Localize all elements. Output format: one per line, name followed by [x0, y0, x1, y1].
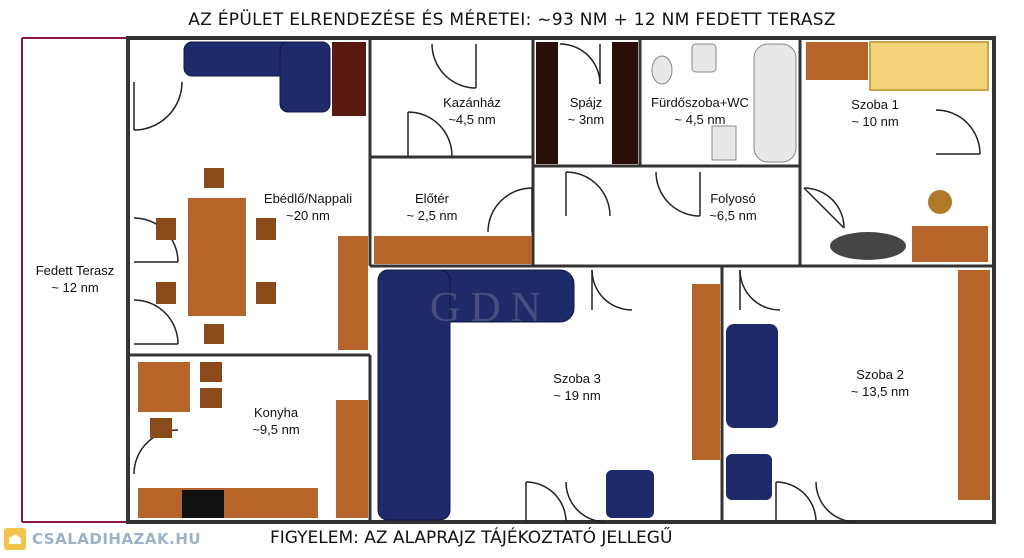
kitchen-furniture [138, 362, 368, 518]
room2-armchairs [726, 324, 778, 500]
room-area: ~9,5 nm [252, 422, 300, 437]
plan-title: AZ ÉPÜLET ELRENDEZÉSE ÉS MÉRETEI: ~93 NM… [188, 10, 836, 30]
room-label-room3: Szoba 3 ~ 19 nm [553, 370, 601, 404]
room-area: ~ 19 nm [553, 388, 601, 403]
room-area: ~ 2,5 nm [406, 208, 458, 223]
room-area: ~20 nm [286, 208, 330, 223]
disclaimer-footer: FIGYELEM: AZ ALAPRAJZ TÁJÉKOZTATÓ JELLEG… [270, 528, 673, 548]
watermark: GDN [430, 285, 551, 331]
door-swings [133, 43, 981, 523]
room3-wardrobe [692, 284, 720, 460]
hall-cabinet [374, 236, 532, 264]
room-label-bathroom: Fürdőszoba+WC ~ 4,5 nm [651, 94, 749, 128]
room1-desk [912, 226, 988, 262]
room-name: Folyosó [710, 191, 756, 206]
room-name: Előtér [415, 191, 449, 206]
house-icon [4, 528, 26, 550]
dining-chairs [156, 168, 276, 344]
room-name: Fürdőszoba+WC [651, 95, 749, 110]
room3-sofa [377, 269, 575, 521]
room-area: ~ 12 nm [51, 280, 99, 295]
dining-sideboard [338, 236, 368, 350]
room2-wardrobe [958, 270, 990, 500]
room-area: ~ 10 nm [851, 114, 899, 129]
terrace-outline [21, 37, 128, 523]
room-name: Szoba 3 [553, 371, 601, 386]
room-label-dining: Ebédlő/Nappali ~20 nm [264, 190, 352, 224]
room1-shelf [806, 42, 868, 80]
room3-pouf [606, 470, 654, 518]
room-label-pantry: Spájz ~ 3nm [568, 94, 605, 128]
room-label-corridor: Folyosó ~6,5 nm [709, 190, 756, 224]
bathroom-fixtures [651, 43, 797, 163]
dining-cabinet [332, 42, 366, 116]
room-area: ~ 4,5 nm [674, 112, 726, 127]
room-area: ~ 13,5 nm [850, 384, 910, 399]
room-name: Fedett Terasz [35, 263, 115, 278]
room-label-boiler: Kazánház ~4,5 nm [443, 94, 501, 128]
room-name: Szoba 2 [856, 367, 904, 382]
outer-walls [126, 36, 996, 524]
interior-walls [128, 38, 994, 522]
room-label-room2: Szoba 2 ~ 13,5 nm [851, 366, 909, 400]
furniture [138, 41, 990, 521]
room-name: Konyha [253, 405, 299, 420]
dining-sofa [183, 41, 331, 113]
room1-chair [928, 190, 952, 214]
room-label-hall: Előtér ~ 2,5 nm [407, 190, 458, 224]
room-label-room1: Szoba 1 ~ 10 nm [851, 96, 899, 130]
room-area: ~6,5 nm [709, 208, 757, 223]
room-name: Ebédlő/Nappali [263, 191, 353, 206]
room-name: Spájz [569, 95, 603, 110]
pantry-shelf-left [536, 42, 558, 164]
room-area: ~ 3nm [567, 112, 605, 127]
room-label-kitchen: Konyha ~9,5 nm [252, 404, 299, 438]
room-area: ~4,5 nm [448, 112, 496, 127]
dining-table [188, 198, 246, 316]
room1-bed [869, 41, 989, 91]
room1-rug [830, 232, 906, 260]
room-name: Kazánház [443, 95, 501, 110]
room-label-terrace: Fedett Terasz ~ 12 nm [36, 262, 115, 296]
logo-text: CSALADIHAZAK.HU [32, 530, 202, 548]
room-name: Szoba 1 [851, 97, 899, 112]
site-logo[interactable]: CSALADIHAZAK.HU [4, 526, 201, 552]
pantry-shelf-right [612, 42, 638, 164]
